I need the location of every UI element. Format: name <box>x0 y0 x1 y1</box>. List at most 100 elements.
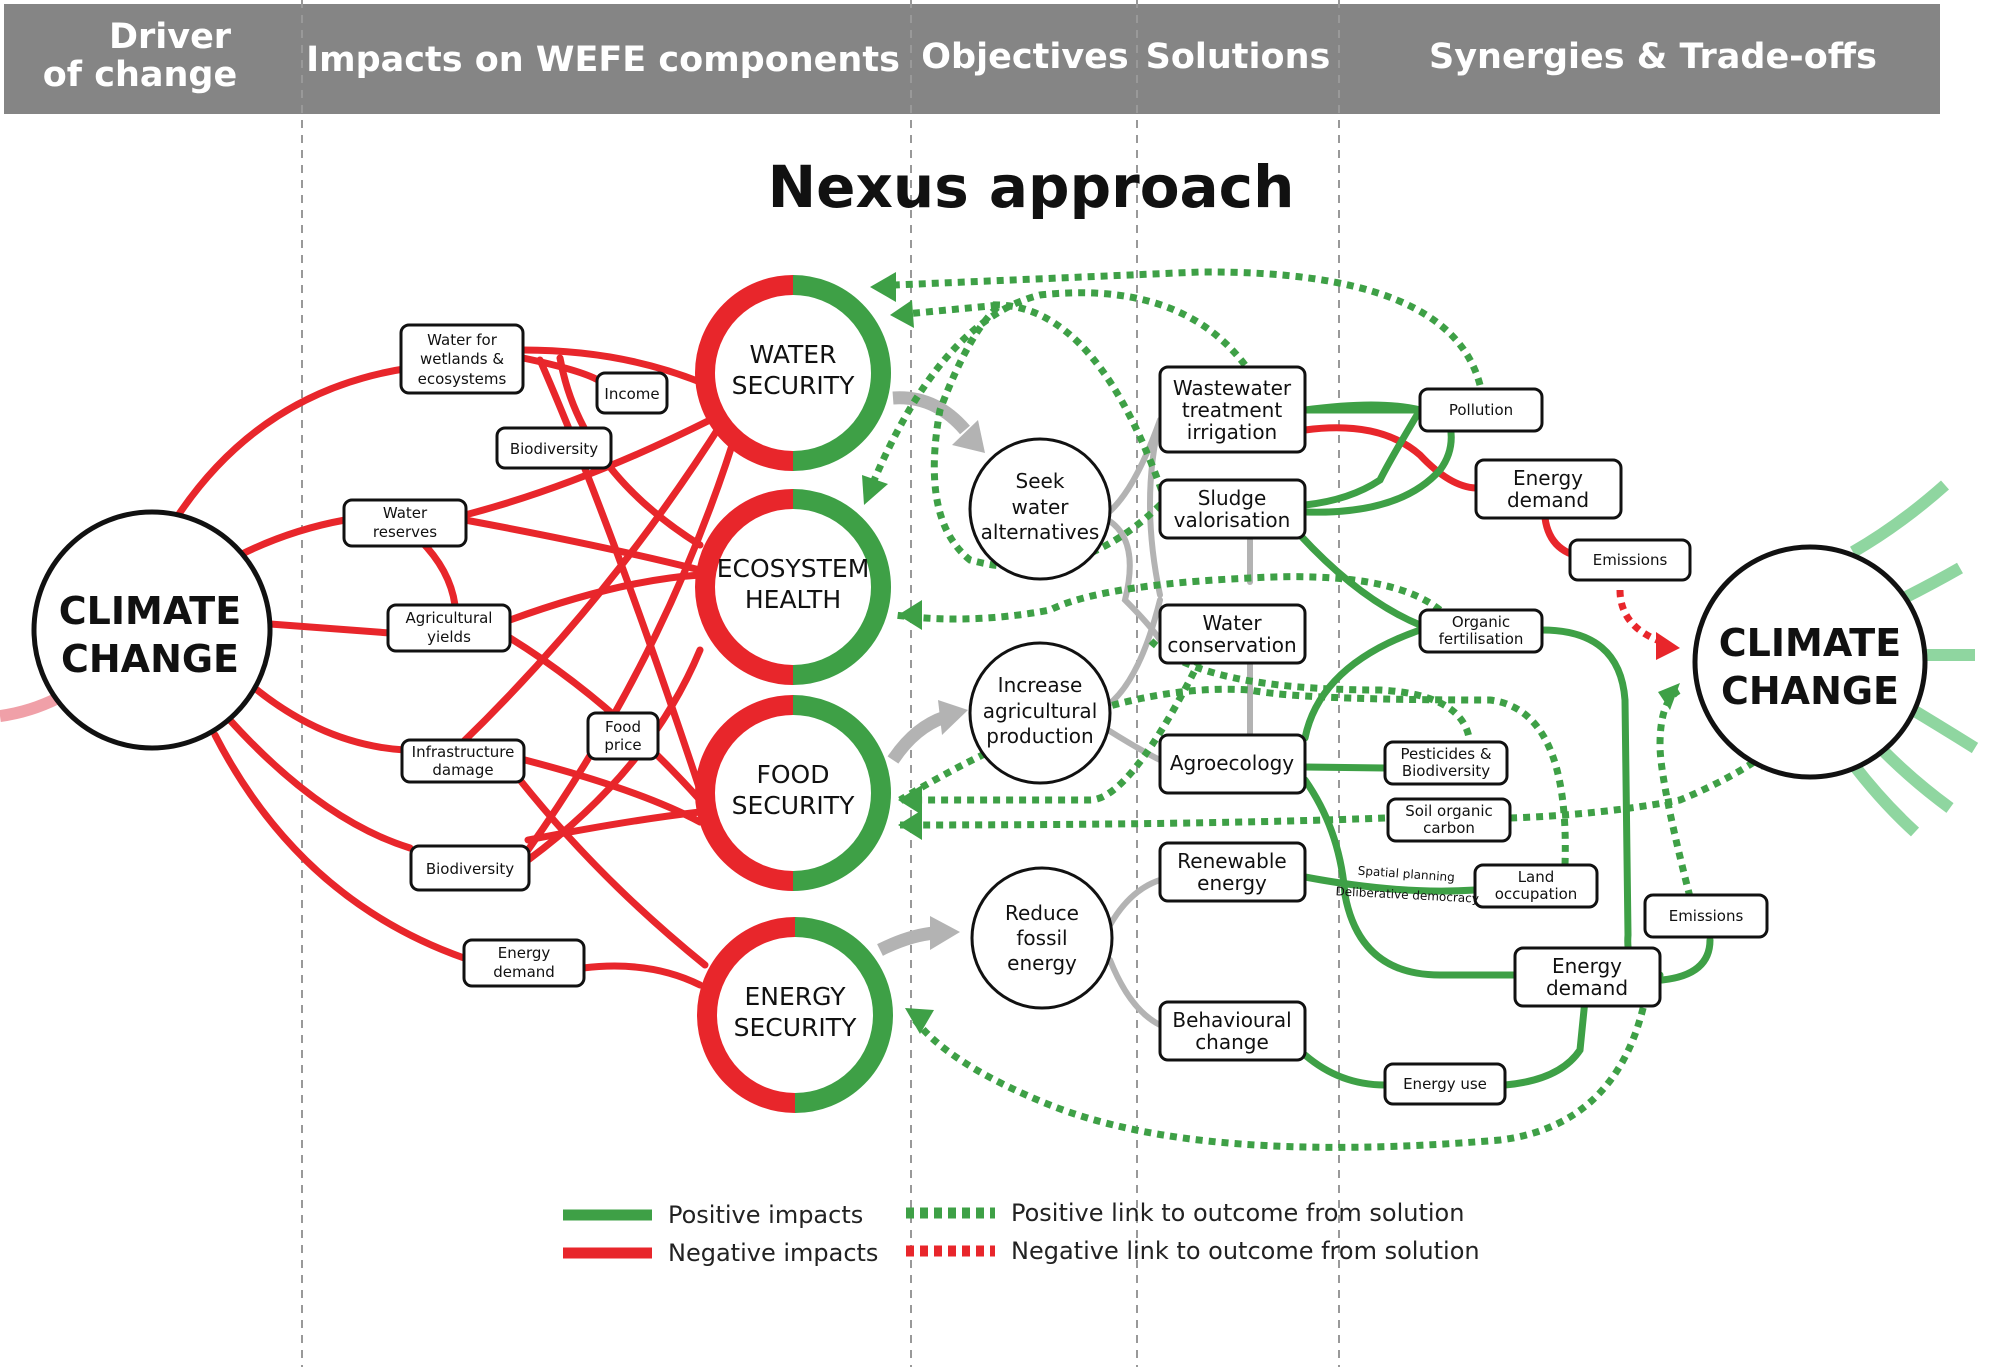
agri-yields-line2: yields <box>427 628 471 646</box>
neg-link-wetlands-income <box>519 354 602 384</box>
solution-agroecology: Agroecology <box>1158 733 1307 795</box>
pos-link-sludge-pollution <box>1301 421 1455 516</box>
climate-change-right-line1: CLIMATE <box>1719 621 1901 665</box>
pos-solution-link-land-food <box>898 685 1569 866</box>
header-synergies: Synergies & Trade-offs <box>1429 37 1877 77</box>
impact-boxes: Water for wetlands & ecosystems Income B… <box>342 323 669 988</box>
energy-demand-top-box <box>1474 458 1623 520</box>
pos-link-agroecology-pesticides <box>1301 763 1389 772</box>
energy-demand-top-line1: Energy <box>1513 466 1583 490</box>
solution-sludge: Sludge valorisation <box>1158 478 1307 540</box>
organic-fert-box <box>1418 608 1544 654</box>
pos-link-agroecology-energydemand <box>1301 776 1519 979</box>
climate-change-right-line2: CHANGE <box>1721 669 1899 713</box>
wefe-ecosystem-health: ECOSYSTEM HEALTH <box>695 489 891 685</box>
food-price-box <box>586 711 660 761</box>
synergy-boxes: Pollution Energy demand Emissions Organi… <box>1335 387 1769 1106</box>
organic-fert-line2: fertilisation <box>1439 630 1524 648</box>
water-security-ring-bg <box>707 287 879 459</box>
wastewater-line1: Wastewater <box>1173 376 1292 400</box>
synergy-organic-fert: Organic fertilisation <box>1418 608 1544 654</box>
pos-link-wastewater-loop <box>1301 401 1426 509</box>
positive-impact-links <box>1296 401 1714 1089</box>
water-wetlands-line2: wetlands & <box>420 350 504 368</box>
renewable-line2: energy <box>1197 871 1267 895</box>
pos-link-renewable-land <box>1301 873 1479 895</box>
synergy-pesticides: Pesticides & Biodiversity <box>1383 740 1509 786</box>
food-security-line1: FOOD <box>757 760 830 789</box>
behavioural-line1: Behavioural <box>1172 1008 1291 1032</box>
wastewater-line2: treatment <box>1182 398 1282 422</box>
negative-impact-links <box>171 346 1594 989</box>
pos-solution-link-pollution-water <box>894 268 1484 386</box>
arrow-water-seek-head <box>952 420 985 453</box>
obj-link-wastewater-sludge <box>1147 417 1163 598</box>
neg-link-cc-infrastructure <box>241 676 409 754</box>
neg-link-reserves-yields <box>416 536 459 609</box>
header-objectives: Objectives <box>921 37 1128 77</box>
neg-link-energydemand-energy <box>579 962 704 989</box>
climate-change-right: CLIMATE CHANGE <box>1692 544 1928 780</box>
positive-solution-links <box>866 268 1773 1151</box>
header-solutions: Solutions <box>1146 37 1331 77</box>
neg-link-cc-reserves <box>236 516 349 559</box>
water-conservation-line1: Water <box>1202 611 1262 635</box>
pos-link-behavioural-energyuse <box>1301 1051 1389 1089</box>
pos-link-organicfert-energydemand <box>1538 626 1664 979</box>
legend-positive-impacts-label: Positive impacts <box>668 1201 863 1229</box>
biodiversity-top-box <box>495 426 613 470</box>
income-label: Income <box>604 385 659 403</box>
negative-solution-links <box>1616 589 1680 660</box>
behavioural-line2: change <box>1195 1030 1269 1054</box>
energy-demand-line1: Energy <box>498 944 551 962</box>
soil-carbon-line1: Soil organic <box>1405 802 1493 820</box>
sludge-line1: Sludge <box>1198 486 1267 510</box>
seek-water-line3: alternatives <box>981 520 1100 544</box>
energy-security-ring-red <box>697 917 796 1113</box>
arrow-energy-reduce-shaft <box>877 926 936 956</box>
climate-change-left-line1: CLIMATE <box>59 589 241 633</box>
increase-agri-line3: production <box>986 724 1093 748</box>
agroecology-label: Agroecology <box>1170 751 1294 775</box>
solution-renewable: Renewable energy <box>1158 841 1307 903</box>
energy-use-label: Energy use <box>1403 1075 1487 1093</box>
impact-energy-demand: Energy demand <box>462 938 586 988</box>
header-driver-line1: Driver <box>109 17 232 57</box>
objective-arrows <box>877 391 985 956</box>
energy-demand-bottom-line2: demand <box>1546 976 1628 1000</box>
obj-link-reduce-behavioural <box>1107 957 1163 1028</box>
neg-link-biodiversity-food <box>524 808 704 844</box>
impact-agri-yields: Agricultural yields <box>386 603 512 653</box>
neg-link-cc-yields <box>266 620 394 637</box>
spatial-planning-label: Spatial planning <box>1357 864 1455 885</box>
arrowhead-to-food-2 <box>898 810 922 840</box>
objective-increase-agri: Increase agricultural production <box>968 641 1112 785</box>
energy-demand-line2: demand <box>493 963 555 981</box>
column-separators <box>301 0 1340 1367</box>
infrastructure-line1: Infrastructure <box>412 743 515 761</box>
ecosystem-health-ring-bg <box>707 501 879 673</box>
land-occupation-box <box>1473 863 1599 909</box>
land-occupation-line2: occupation <box>1495 885 1578 903</box>
food-security-line2: SECURITY <box>732 791 855 820</box>
biodiversity-box <box>409 844 531 892</box>
pos-solution-link-wetlands-loop <box>989 301 1174 517</box>
arrowhead-emissions-cc <box>1656 632 1680 660</box>
energy-security-ring-bg <box>709 929 881 1101</box>
neg-link-reserves-water <box>461 416 714 519</box>
seek-water-circle <box>968 437 1112 581</box>
arrow-food-increase-head <box>938 700 968 735</box>
arrowhead-to-cc-1 <box>1658 683 1680 710</box>
legend-negative-impacts-label: Negative impacts <box>668 1239 878 1267</box>
water-wetlands-line1: Water for <box>427 331 498 349</box>
land-occupation-line1: Land <box>1518 868 1555 886</box>
arrow-food-increase-shaft <box>887 710 948 764</box>
renewable-line1: Renewable <box>1177 849 1286 873</box>
emissions-bottom-box <box>1643 893 1769 939</box>
objective-seek-water: Seek water alternatives <box>968 437 1112 581</box>
emissions-bottom-label: Emissions <box>1669 907 1744 925</box>
synergy-land-occupation: Land occupation <box>1473 863 1599 909</box>
water-security-line2: SECURITY <box>732 371 855 400</box>
infrastructure-line2: damage <box>432 761 493 779</box>
